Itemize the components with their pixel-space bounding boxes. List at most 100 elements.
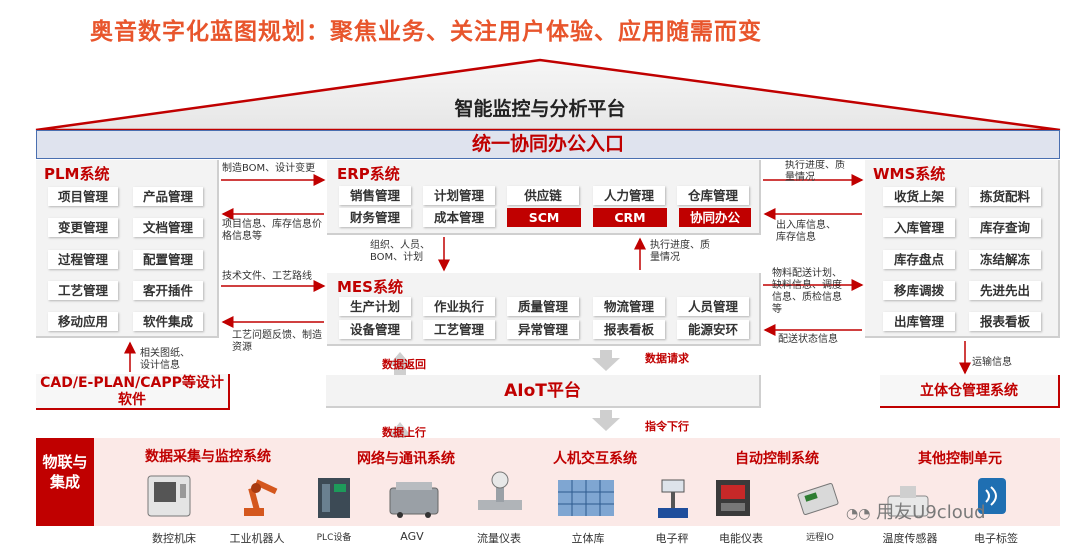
note-erp-to-plm-text: 项目信息、库存信息价格信息等 (222, 219, 322, 242)
erp-title: ERP系统 (337, 165, 400, 183)
mes-module[interactable]: 质量管理 (507, 297, 579, 316)
mes-module[interactable]: 生产计划 (339, 297, 411, 316)
wechat-icon: ◔◔ (846, 506, 871, 522)
device-label: PLC设备 (316, 533, 352, 543)
plm-module[interactable]: 客开插件 (133, 281, 203, 300)
device-label: 数控机床 (152, 532, 196, 545)
wms-module[interactable]: 入库管理 (883, 218, 955, 237)
iot-integration-label: 物联与集成 (36, 438, 94, 526)
note-wms-to-erp: 出入库信息、库存信息 (776, 220, 842, 244)
erp-system: ERP系统 销售管理 计划管理 供应链 人力管理 仓库管理 财务管理 成本管理 … (327, 160, 761, 235)
plm-module[interactable]: 工艺管理 (48, 281, 118, 300)
mes-system: MES系统 生产计划 作业执行 质量管理 物流管理 人员管理 设备管理 工艺管理… (327, 273, 761, 346)
mes-module[interactable]: 作业执行 (423, 297, 495, 316)
iot-category: 网络与通讯系统 (357, 451, 455, 467)
plm-module[interactable]: 配置管理 (133, 250, 203, 269)
scm-module[interactable]: SCM (507, 208, 581, 227)
note-mes-to-plm: 工艺问题反馈、制造资源 (232, 330, 328, 354)
data-up-label: 数据上行 (382, 426, 426, 439)
erp-module[interactable]: 仓库管理 (677, 186, 749, 205)
note-erp-to-mes: 组织、人员、BOM、计划 (370, 240, 436, 264)
note-plm-to-erp: 制造BOM、设计变更 (222, 163, 316, 174)
plm-system: PLM系统 项目管理 产品管理 变更管理 文档管理 过程管理 配置管理 工艺管理… (36, 160, 219, 338)
note-erp-to-plm: 项目信息、库存信息价格信息等 (222, 219, 322, 243)
flow-meter-icon (478, 471, 522, 510)
erp-module[interactable]: 供应链 (507, 186, 579, 205)
watermark-text: 用友U9cloud (876, 502, 986, 523)
wms-module[interactable]: 移库调拨 (883, 281, 955, 300)
stereo-warehouse-icon (558, 480, 614, 516)
iot-category: 自动控制系统 (735, 451, 819, 467)
plm-module[interactable]: 过程管理 (48, 250, 118, 269)
collab-office-module[interactable]: 协同办公 (679, 208, 751, 227)
device-label: 电子标签 (974, 532, 1018, 545)
iot-category: 人机交互系统 (553, 451, 637, 467)
mes-module[interactable]: 人员管理 (677, 297, 749, 316)
device-label: AGV (400, 530, 424, 543)
erp-module[interactable]: 财务管理 (339, 208, 411, 227)
plm-module[interactable]: 软件集成 (133, 312, 203, 331)
wms-module[interactable]: 库存查询 (969, 218, 1041, 237)
plm-module[interactable]: 产品管理 (133, 187, 203, 206)
mes-module[interactable]: 能源安环 (677, 320, 749, 339)
iot-category: 其他控制单元 (918, 451, 1002, 467)
note-wms-to-erp-text: 出入库信息、库存信息 (776, 220, 836, 243)
device-label: 远程IO (806, 533, 834, 543)
mes-module[interactable]: 报表看板 (593, 320, 665, 339)
remote-io-icon (797, 482, 839, 516)
page-title: 奥音数字化蓝图规划：聚焦业务、关注用户体验、应用随需而变 (90, 19, 762, 45)
cad-software-label: CAD/E-PLAN/CAPP等设计软件 (40, 375, 224, 408)
wms-title: WMS系统 (873, 165, 946, 183)
energy-meter-icon (716, 480, 750, 516)
plm-module[interactable]: 移动应用 (48, 312, 118, 331)
erp-module[interactable]: 成本管理 (423, 208, 495, 227)
cnc-machine-icon (147, 475, 191, 517)
agv-icon (389, 482, 439, 518)
note-erp-wms-top-text: 执行进度、质量情况 (785, 160, 845, 182)
mes-module[interactable]: 物流管理 (593, 297, 665, 316)
device-label: 电能仪表 (719, 532, 763, 545)
wms-module[interactable]: 库存盘点 (883, 250, 955, 269)
note-wms-to-mes: 配送状态信息 (778, 334, 838, 345)
wms-module[interactable]: 先进先出 (969, 281, 1041, 300)
top-platform-title: 智能监控与分析平台 (454, 98, 626, 120)
erp-module[interactable]: 计划管理 (423, 186, 495, 205)
wms-module[interactable]: 出库管理 (883, 312, 955, 331)
device-label: 立体库 (571, 532, 605, 545)
mes-module[interactable]: 设备管理 (339, 320, 411, 339)
plm-module[interactable]: 项目管理 (48, 187, 118, 206)
note-cad-to-plm: 相关图纸、设计信息 (140, 348, 198, 372)
device-label: 温度传感器 (882, 532, 938, 545)
mes-module[interactable]: 异常管理 (507, 320, 579, 339)
device-label: 电子秤 (655, 532, 689, 545)
industrial-robot-icon (244, 479, 278, 516)
note-erp-wms-top: 执行进度、质量情况 (785, 160, 849, 182)
wms-module[interactable]: 拣货配料 (969, 187, 1041, 206)
erp-module[interactable]: 人力管理 (593, 186, 665, 205)
data-return-label: 数据返回 (382, 358, 426, 371)
note-cad-to-plm-text: 相关图纸、设计信息 (140, 348, 190, 371)
note-mes-to-plm-text: 工艺问题反馈、制造资源 (232, 330, 322, 353)
plm-module[interactable]: 变更管理 (48, 218, 118, 237)
mes-module[interactable]: 工艺管理 (423, 320, 495, 339)
note-plm-to-mes: 技术文件、工艺路线 (222, 271, 312, 282)
crm-module[interactable]: CRM (593, 208, 667, 227)
plm-module[interactable]: 文档管理 (133, 218, 203, 237)
electronic-scale-icon (658, 479, 688, 518)
wms-module[interactable]: 收货上架 (883, 187, 955, 206)
plm-title: PLM系统 (44, 165, 110, 183)
note-erp-to-mes-text: 组织、人员、BOM、计划 (370, 240, 430, 263)
plc-device-icon (318, 478, 350, 518)
wms-module[interactable]: 报表看板 (969, 312, 1041, 331)
wms-module[interactable]: 冻结解冻 (969, 250, 1041, 269)
cad-software-box[interactable]: CAD/E-PLAN/CAPP等设计软件 (36, 374, 230, 410)
portal-banner[interactable]: 统一协同办公入口 (36, 130, 1060, 159)
aiot-platform[interactable]: AIoT平台 (326, 375, 761, 408)
note-mes-to-wms: 物料配送计划、缺料信息、调度信息、质检信息等 (772, 268, 848, 316)
note-wms-to-3d: 运输信息 (972, 357, 1012, 368)
watermark: ◔◔ 用友U9cloud (846, 498, 986, 524)
erp-module[interactable]: 销售管理 (339, 186, 411, 205)
warehouse-system-box[interactable]: 立体仓管理系统 (880, 375, 1060, 408)
device-label: 流量仪表 (477, 532, 521, 545)
